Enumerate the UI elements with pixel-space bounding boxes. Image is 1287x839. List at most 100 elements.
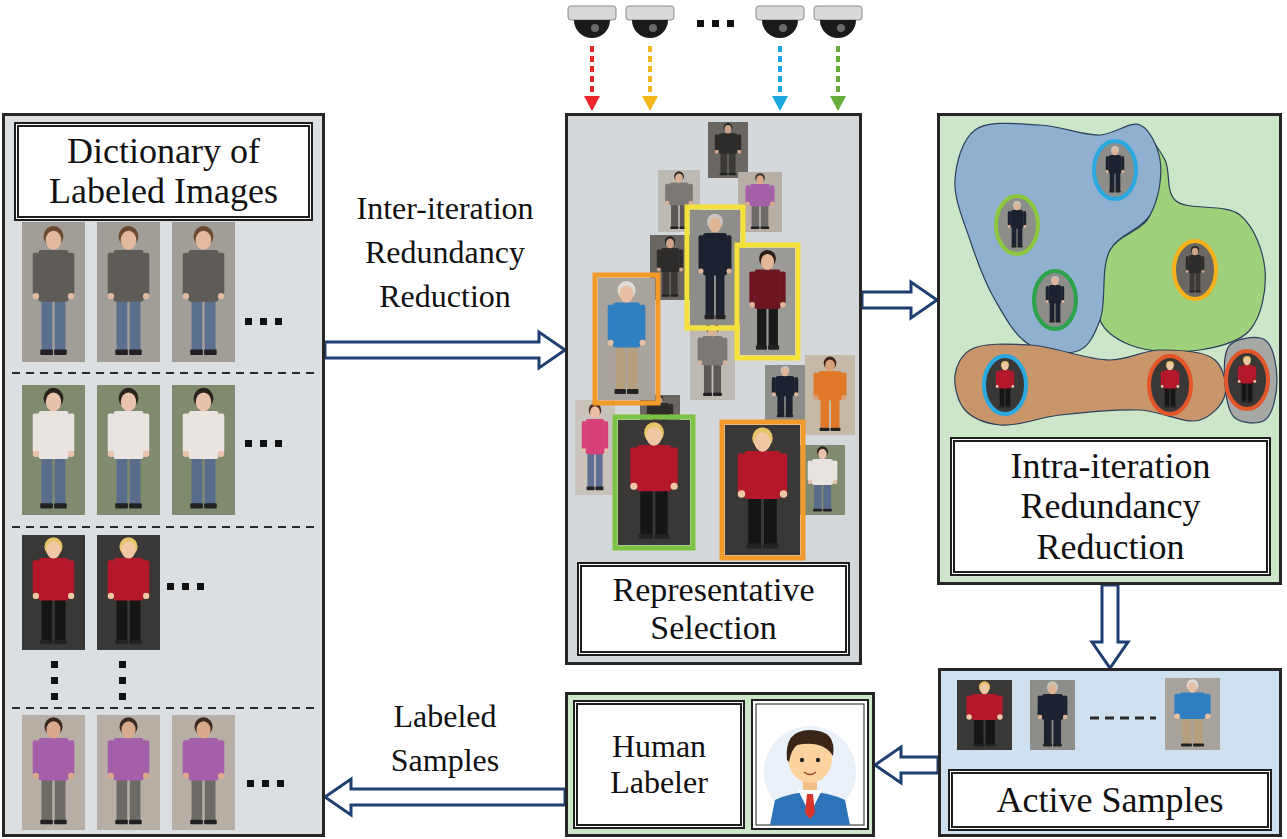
sample-ellipse	[1226, 351, 1268, 409]
illustration-part	[630, 483, 637, 490]
illustration-part	[38, 411, 68, 459]
edge-label-patch: Labeled Samples	[375, 694, 515, 782]
illustration-part	[1188, 682, 1197, 693]
illustration-part	[713, 363, 721, 393]
illustration-part	[665, 201, 669, 205]
illustration-part	[761, 204, 768, 227]
sample-ellipse	[984, 356, 1026, 414]
illustration-part	[1110, 172, 1115, 191]
illustration-part	[655, 534, 669, 539]
illustration-part	[1053, 718, 1061, 745]
person-thumbnail	[615, 417, 693, 548]
illustration-part	[808, 460, 813, 481]
illustration-part	[574, 20, 610, 38]
label-box: Human Labeler	[573, 700, 745, 829]
illustration-part	[585, 419, 604, 454]
dashed-separator	[12, 707, 315, 709]
illustration-part	[33, 414, 39, 453]
illustration-part	[108, 414, 114, 453]
illustration-part	[1034, 271, 1076, 329]
illustration-part	[780, 302, 786, 308]
illustration-part	[587, 486, 595, 490]
illustration-part	[1121, 156, 1124, 171]
illustration-part	[1205, 713, 1211, 719]
illustration-part	[757, 306, 766, 347]
illustration-part	[1226, 351, 1268, 409]
illustration-part	[1242, 382, 1247, 401]
illustration-part	[1244, 358, 1250, 366]
edge-label: Labeled Samples	[375, 694, 515, 782]
illustration-part	[728, 173, 736, 175]
illustration-part	[33, 593, 39, 599]
cluster-region	[1098, 135, 1266, 352]
illustration-part	[842, 373, 847, 397]
node-label: Intra-iteration Redundancy Reduction	[963, 446, 1258, 567]
illustration-part	[704, 363, 712, 393]
illustration-part	[1179, 692, 1205, 719]
illustration-part	[639, 534, 653, 539]
illustration-part	[1011, 371, 1014, 386]
ellipsis-dot	[119, 693, 126, 700]
illustration-part	[718, 133, 737, 154]
illustration-part	[632, 20, 668, 38]
illustration-part	[129, 503, 142, 508]
illustration-part	[130, 455, 141, 504]
illustration-part	[590, 406, 600, 418]
illustration-part	[33, 560, 39, 595]
illustration-part	[765, 365, 805, 420]
illustration-part	[68, 740, 74, 775]
person-thumbnail	[97, 715, 160, 830]
illustration-part	[1061, 286, 1064, 301]
illustration-part	[46, 392, 61, 411]
illustration-part	[188, 250, 218, 302]
illustration-part	[218, 740, 224, 775]
person-thumbnail	[765, 365, 805, 420]
label-box: Representative Selection	[577, 562, 850, 656]
illustration-part	[749, 272, 755, 304]
illustration-part	[770, 185, 774, 203]
illustration-part	[218, 451, 224, 457]
dashed-separator	[12, 526, 315, 528]
illustration-part	[130, 597, 141, 641]
person-thumbnail	[595, 275, 658, 403]
illustration-part	[1176, 385, 1179, 388]
illustration-part	[1002, 363, 1008, 371]
illustration-part	[1048, 285, 1061, 304]
person-thumbnail	[1161, 361, 1179, 408]
illustration-part	[1106, 170, 1109, 173]
illustration-part	[1193, 744, 1204, 747]
illustration-part	[830, 96, 846, 111]
illustration-part	[713, 393, 722, 396]
illustration-part	[1000, 387, 1005, 406]
illustration-part	[665, 184, 669, 203]
illustration-part	[108, 593, 114, 599]
ellipsis-dot	[262, 780, 269, 787]
illustration-part	[640, 488, 652, 536]
illustration-part	[833, 480, 838, 485]
ellipsis-dot	[51, 677, 58, 684]
illustration-part	[97, 222, 160, 362]
illustration-part	[591, 24, 599, 32]
person-thumbnail	[805, 355, 855, 435]
cluster-region	[955, 123, 1161, 353]
illustration-part	[1240, 365, 1253, 384]
illustration-part	[706, 272, 715, 316]
illustration-part	[608, 340, 614, 346]
illustration-part	[818, 371, 842, 401]
illustration-part	[723, 360, 728, 365]
illustration-part	[121, 392, 136, 411]
illustration-part	[723, 338, 728, 362]
illustration-part	[121, 541, 135, 558]
illustration-part	[129, 820, 142, 825]
illustration-part	[188, 411, 218, 459]
person-thumbnail	[1238, 356, 1256, 403]
illustration-part	[749, 184, 770, 206]
illustration-part	[1182, 717, 1191, 744]
illustration-part	[108, 293, 114, 299]
illustration-part	[108, 740, 114, 775]
illustration-part	[966, 695, 972, 716]
illustration-part	[1241, 401, 1247, 403]
illustration-part	[1106, 156, 1109, 171]
illustration-part	[40, 349, 53, 355]
illustration-part	[727, 235, 732, 269]
